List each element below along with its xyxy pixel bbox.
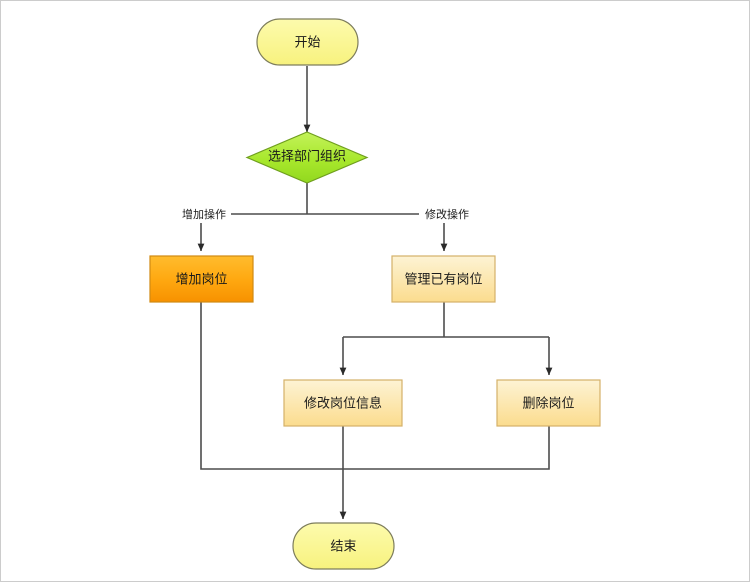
node-end[interactable]: 结束 [292,522,395,570]
edge-label-add-operation: 增加操作 [177,206,231,223]
end-shape [292,522,395,570]
delete-post-shape [496,379,601,427]
edge-label-modify-operation: 修改操作 [420,206,474,223]
select-dept-shape [245,131,369,184]
node-add-post[interactable]: 增加岗位 [149,255,254,303]
node-start[interactable]: 开始 [256,18,359,66]
add-post-shape [149,255,254,303]
start-shape [256,18,359,66]
node-edit-post-info[interactable]: 修改岗位信息 [283,379,403,427]
edge-add-post-to-end [200,302,550,470]
node-manage-post[interactable]: 管理已有岗位 [391,255,496,303]
edit-post-info-shape [283,379,403,427]
node-select-dept[interactable]: 选择部门组织 [245,131,369,184]
manage-post-shape [391,255,496,303]
node-delete-post[interactable]: 删除岗位 [496,379,601,427]
